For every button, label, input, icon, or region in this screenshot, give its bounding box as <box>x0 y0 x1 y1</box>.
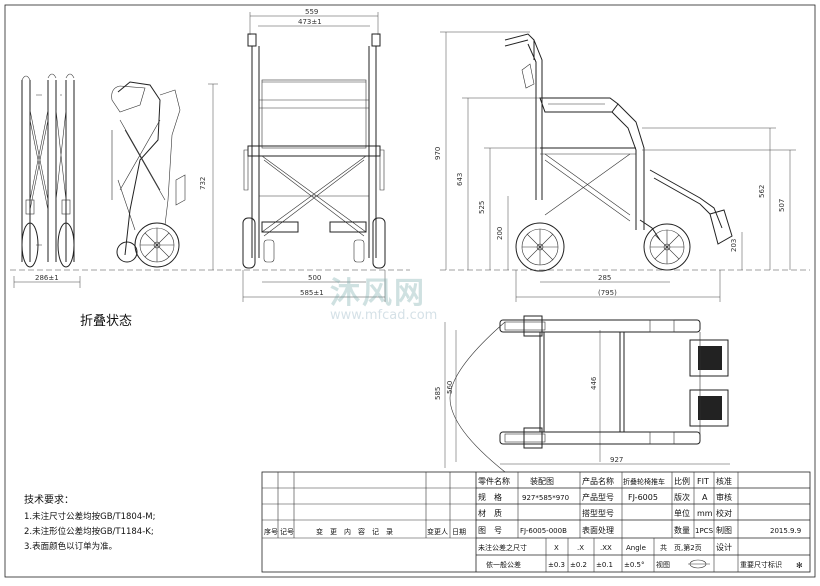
top-width-b: 560 <box>446 381 454 394</box>
view-label: 视图 <box>656 560 670 569</box>
folded-side-view: 732 <box>111 81 218 270</box>
part-name-label: 零件名称 <box>478 476 510 486</box>
drawing-no: FJ-6005-000B <box>520 527 567 535</box>
folded-height-dim: 732 <box>199 177 207 190</box>
tech-item: 3.表面颜色以订单为准。 <box>24 542 118 552</box>
model: FJ-6005 <box>628 493 658 502</box>
rev-date: 日期 <box>452 528 466 536</box>
rev-seq: 序号 <box>264 527 278 536</box>
projection-symbol-icon <box>688 559 710 569</box>
check-label: 核准 <box>716 476 732 486</box>
qty: 1PCS <box>695 527 714 535</box>
front-bottom-inner: 500 <box>308 274 321 282</box>
tol-xx: ±0.2 <box>570 561 587 569</box>
version-label: 版次 <box>674 492 690 502</box>
side-depth: 285 <box>598 274 611 282</box>
front-top-width2: 473±1 <box>298 18 322 26</box>
rev-content: 变 更 内 容 记 录 <box>316 527 393 536</box>
tech-item: 2.未注形位公差均按GB/T1184-K; <box>24 527 154 537</box>
model-label: 产品型号 <box>582 492 614 502</box>
side-wheel-height: 200 <box>496 227 504 240</box>
tol-label: 未注公差之尺寸 <box>478 543 527 552</box>
front-top-width: 559 <box>305 8 318 16</box>
top-inner: 446 <box>590 376 598 390</box>
material-label: 材 质 <box>478 508 502 518</box>
tech-item: 1.未注尺寸公差均按GB/T1804-M; <box>24 512 156 522</box>
part-name: 装配图 <box>530 476 554 486</box>
unit: mm <box>697 509 713 518</box>
folded-width-dim: 286±1 <box>35 274 59 282</box>
folded-front-view: 286±1 <box>13 73 81 288</box>
date: 2015.9.9 <box>770 527 801 535</box>
front-view: 559 473±1 500 585±1 <box>242 8 386 302</box>
tol-angle-head: Angle <box>626 544 646 552</box>
customer-model-label: 搭型型号 <box>582 508 614 518</box>
top-width-a: 585 <box>434 387 442 400</box>
technical-requirements: 技术要求： 1.未注尺寸公差均按GB/T1804-M; 2.未注形位公差均按GB… <box>24 493 155 555</box>
front-bottom-outer: 585±1 <box>300 289 324 297</box>
top-overall: 927 <box>610 456 623 464</box>
tol-xxx: ±0.1 <box>596 561 613 569</box>
tol-xxx-head: .XX <box>600 544 612 552</box>
tol-x: ±0.3 <box>548 561 565 569</box>
spec: 927*585*970 <box>522 494 569 502</box>
tol-x-head: X <box>554 544 559 552</box>
side-right-height1: 562 <box>758 185 766 198</box>
surface-label: 表面处理 <box>582 525 614 535</box>
rev-changer: 变更人 <box>427 527 448 536</box>
top-view: 585 560 446 927 <box>434 315 730 473</box>
qty-label: 数量 <box>674 525 690 535</box>
folded-state-label: 折叠状态 <box>80 314 133 329</box>
scale-label: 比例 <box>674 476 690 486</box>
key-dim-symbol: ✻ <box>796 561 803 570</box>
drawing-no-label: 图 号 <box>478 526 502 535</box>
proof-label: 校对 <box>716 508 732 518</box>
tol-xx-head: .X <box>577 544 584 552</box>
sheets: 共 页,第2页 <box>660 543 702 552</box>
scale: FIT <box>697 477 709 486</box>
version: A <box>702 493 708 502</box>
review-label: 审核 <box>716 492 732 502</box>
tech-heading: 技术要求： <box>24 495 74 506</box>
side-length-b: (795) <box>598 289 617 297</box>
side-seat-height-a: 643 <box>456 173 464 186</box>
side-right-height2: 507 <box>778 199 786 212</box>
product-name-label: 产品名称 <box>582 476 614 486</box>
tol-basis: 依一般公差 <box>486 560 521 569</box>
side-view: 970 643 525 200 <box>434 31 810 302</box>
side-seat-height-b: 525 <box>478 201 486 214</box>
title-block: 序号 记号 变 更 内 容 记 录 变更人 日期 零件名称 装配图 产品名称 折… <box>261 471 811 573</box>
key-dim-label: 重要尺寸标识 <box>740 560 782 569</box>
drawn-label: 制图 <box>716 525 732 535</box>
product-name: 折叠轮椅推车 <box>623 477 665 486</box>
unit-label: 单位 <box>674 508 690 518</box>
side-total-height: 970 <box>434 147 442 160</box>
tol-angle: ±0.5° <box>624 561 645 569</box>
rev-mark: 记号 <box>280 528 294 536</box>
spec-label: 规 格 <box>478 492 502 502</box>
side-small-height: 203 <box>730 239 738 252</box>
sheet-border <box>4 4 816 578</box>
design-label: 设计 <box>716 542 732 552</box>
